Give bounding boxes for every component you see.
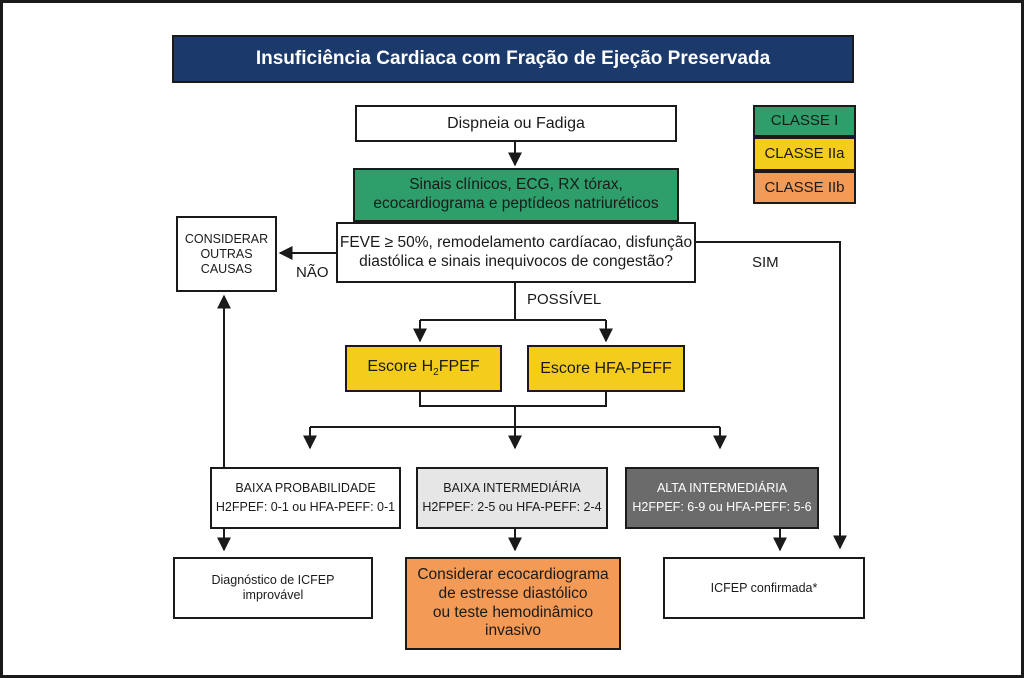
- diagram-title: Insuficiência Cardiaca com Fração de Eje…: [172, 35, 854, 83]
- legend-classe-i: CLASSE I: [753, 105, 856, 137]
- node-score-hfapeff-text: Escore HFA-PEFF: [540, 359, 672, 377]
- node-start-text: Dispneia ou Fadiga: [447, 114, 585, 132]
- node-clinical-signs-line2: ecocardiograma e peptídeos natriuréticos: [373, 195, 659, 212]
- score-h2fpef-suffix: FPEF: [438, 358, 480, 376]
- node-high-intermediate-title: ALTA INTERMEDIÁRIA: [656, 481, 788, 495]
- score-h2fpef-sub: 2: [433, 367, 439, 379]
- edge-label-possible: POSSÍVEL: [527, 291, 602, 308]
- legend-classe-iia: CLASSE IIa: [753, 137, 856, 171]
- node-low-probability-detail: H2FPEF: 0-1 ou HFA-PEFF: 0-1: [215, 500, 396, 514]
- node-high-intermediate-detail: H2FPEF: 6-9 ou HFA-PEFF: 5-6: [632, 500, 812, 514]
- node-consider-echo-line3: ou teste hemodinâmico: [432, 603, 594, 621]
- node-icfep-confirmed: ICFEP confirmada*: [663, 557, 865, 619]
- legend-classe-iib-label: CLASSE IIb: [764, 178, 845, 196]
- node-low-probability: BAIXA PROBABILIDADE H2FPEF: 0-1 ou HFA-P…: [210, 467, 401, 529]
- node-diagnosis-unlikely: Diagnóstico de ICFEP improvável: [173, 557, 373, 619]
- node-other-causes-line2: OUTRAS: [200, 246, 253, 261]
- legend-classe-i-label: CLASSE I: [770, 112, 839, 129]
- node-clinical-signs-line1: Sinais clínicos, ECG, RX tórax,: [409, 176, 623, 194]
- node-other-causes-line1: CONSIDERAR: [184, 231, 269, 246]
- diagram-title-text: Insuficiência Cardiaca com Fração de Eje…: [255, 47, 771, 69]
- node-question-line2: diastólica e sinais inequivocos de conge…: [359, 252, 673, 270]
- node-consider-echo-line4: invasivo: [485, 622, 541, 640]
- legend-classe-iib: CLASSE IIb: [753, 171, 856, 204]
- node-high-intermediate: ALTA INTERMEDIÁRIA H2FPEF: 6-9 ou HFA-PE…: [625, 467, 819, 529]
- line-scores-merge: [419, 392, 607, 407]
- node-low-intermediate-title: BAIXA INTERMEDIÁRIA: [443, 481, 581, 495]
- score-h2fpef-prefix: Escore H: [367, 358, 434, 376]
- node-diagnosis-unlikely-line2: improvável: [242, 588, 304, 602]
- node-low-intermediate: BAIXA INTERMEDIÁRIA H2FPEF: 2-5 ou HFA-P…: [416, 467, 608, 529]
- edge-label-no: NÃO: [296, 264, 329, 281]
- node-score-hfapeff: Escore HFA-PEFF: [527, 345, 685, 392]
- node-low-probability-title: BAIXA PROBABILIDADE: [235, 481, 376, 495]
- node-question-line1: FEVE ≥ 50%, remodelamento cardíacao, dis…: [339, 233, 693, 251]
- edge-label-yes: SIM: [752, 254, 779, 271]
- node-diagnosis-unlikely-line1: Diagnóstico de ICFEP: [211, 573, 335, 587]
- node-clinical-signs: Sinais clínicos, ECG, RX tórax, ecocardi…: [353, 168, 679, 222]
- node-consider-echo-line2: de estresse diastólico: [438, 584, 588, 602]
- node-question: FEVE ≥ 50%, remodelamento cardíacao, dis…: [336, 222, 696, 283]
- node-consider-echo: Considerar ecocardiograma de estresse di…: [405, 557, 621, 650]
- node-icfep-confirmed-text: ICFEP confirmada*: [710, 580, 818, 595]
- node-low-intermediate-detail: H2FPEF: 2-5 ou HFA-PEFF: 2-4: [422, 500, 602, 514]
- node-other-causes: CONSIDERAR OUTRAS CAUSAS: [176, 216, 277, 292]
- node-score-h2fpef: Escore H2FPEF: [345, 345, 502, 392]
- node-score-h2fpef-text: Escore H2FPEF: [367, 357, 479, 379]
- arrow-question-yes: [696, 241, 847, 550]
- legend-classe-iia-label: CLASSE IIa: [764, 145, 845, 162]
- node-start: Dispneia ou Fadiga: [355, 105, 677, 142]
- node-other-causes-line3: CAUSAS: [200, 261, 253, 276]
- node-consider-echo-line1: Considerar ecocardiograma: [417, 566, 609, 584]
